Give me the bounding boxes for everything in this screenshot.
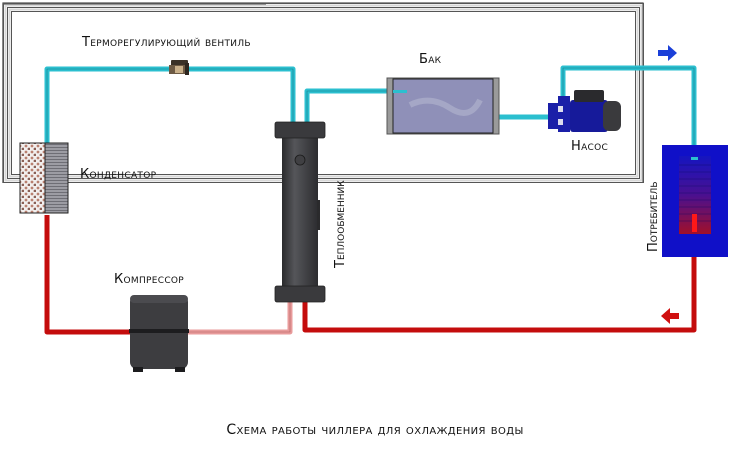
arrow-left-icon <box>661 308 679 324</box>
label-tank: Бак <box>419 52 442 67</box>
consumer <box>662 145 728 257</box>
label-condenser: Конденсатор <box>80 167 157 182</box>
tank <box>386 77 500 135</box>
heat-exchanger <box>274 121 326 303</box>
suction-pipe <box>187 302 293 335</box>
condenser <box>19 142 69 214</box>
label-heat-exchanger: Теплообменник <box>333 180 348 268</box>
chiller-enclosure-frame <box>3 3 644 183</box>
hot-refrigerant-pipe <box>44 215 135 335</box>
label-expansion-valve: Терморегулирующий вентиль <box>82 35 251 50</box>
pump <box>548 90 621 132</box>
compressor <box>129 295 189 372</box>
enclosure-fill <box>4 4 643 182</box>
label-compressor: Компрессор <box>114 272 185 287</box>
label-pump: Насос <box>571 139 609 154</box>
label-consumer: Потребитель <box>646 181 661 252</box>
diagram-caption: Схема работы чиллера для охлаждения воды <box>226 422 524 438</box>
arrow-right-icon <box>658 45 677 61</box>
expansion-valve <box>169 60 189 75</box>
hot-water-return-pipe <box>302 257 697 333</box>
